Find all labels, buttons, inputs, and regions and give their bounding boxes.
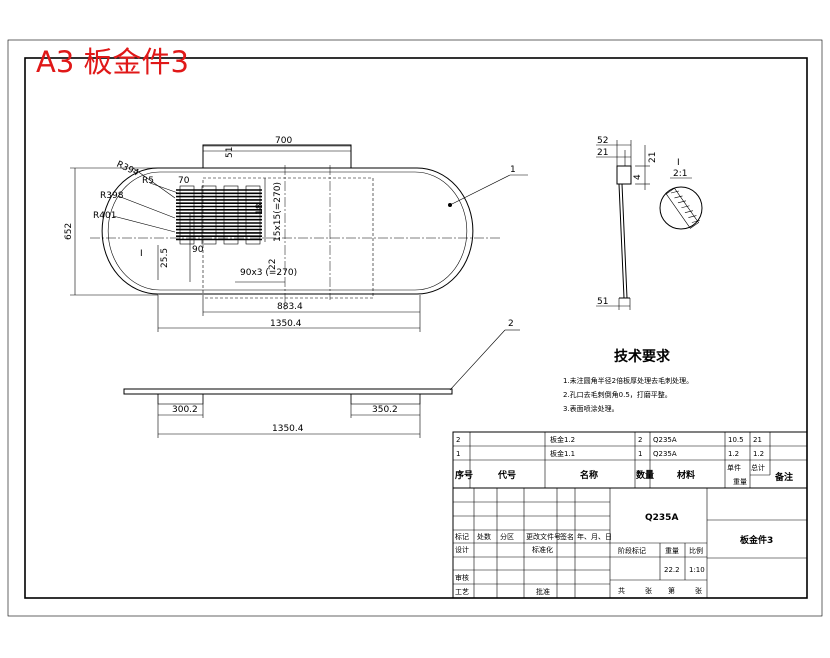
dim-21a: 21 [597, 148, 608, 158]
bom-r2-name: 板金1.1 [550, 449, 575, 458]
bom-r1-unit: 10.5 [728, 436, 744, 444]
bom-r1-mat: Q235A [653, 436, 677, 444]
tech-title: 技术要求 [614, 348, 671, 365]
tb-weight: 重量 [665, 547, 679, 555]
tb-std: 标准化 [532, 545, 553, 554]
dim-1350-4-front: 1350.4 [272, 424, 304, 434]
dim-r398: R398 [100, 191, 124, 201]
hole-column [179, 185, 195, 245]
title-block [452, 487, 808, 599]
detail-hatch-line [684, 210, 693, 213]
dim-51-side: 51 [597, 297, 608, 307]
dim-r401: R401 [93, 211, 116, 221]
bom-r1-name: 板金1.2 [550, 435, 575, 444]
dim-1350-4-top: 1350.4 [270, 319, 302, 329]
detail-hatch-line [681, 205, 690, 209]
tb-design: 设计 [455, 545, 469, 554]
inner-frame [24, 57, 808, 599]
detail-hatch-line [677, 200, 687, 204]
bom-h-weight: 重量 [733, 478, 747, 486]
bom-r2-unit: 1.2 [728, 450, 739, 458]
hole-column [223, 185, 239, 245]
bom-h-total: 总计 [751, 463, 765, 472]
tb-col-6: 年、月、日 [577, 532, 612, 541]
tb-scale-val: 1:10 [689, 566, 705, 574]
bom-h-no: 序号 [455, 469, 473, 481]
tb-stage: 阶段标记 [618, 546, 646, 555]
bom-h-unit: 单件 [727, 463, 741, 472]
tb-weight-val: 22.2 [664, 566, 680, 574]
detail-view [659, 177, 703, 230]
bom-h-code: 代号 [497, 469, 516, 481]
dim-70: 70 [178, 176, 190, 186]
tech-item-1: 1.未注圆角半径2倍板厚处理去毛刺处理。 [563, 376, 693, 385]
callout-1: 1 [510, 165, 516, 175]
bom-h-name: 名称 [580, 469, 598, 481]
dim-4: 4 [633, 174, 643, 180]
callout-2: 2 [508, 319, 514, 329]
tb-col-5: 签名 [560, 532, 574, 541]
tb-review: 审核 [455, 573, 469, 582]
tb-page-word: 张 [695, 586, 702, 595]
dim-350-2: 350.2 [372, 405, 398, 415]
bom-r2-qty: 1 [638, 450, 642, 458]
side-view [596, 140, 650, 310]
tb-col-1: 标记 [455, 532, 469, 541]
bom-r2-total: 1.2 [753, 450, 764, 458]
tb-material: Q235A [645, 513, 678, 523]
tb-sheets: 共 [618, 586, 625, 595]
section-mark: I [140, 249, 143, 259]
outer-frame [7, 39, 823, 617]
tb-approve: 批准 [536, 587, 550, 596]
tb-sheet-word: 张 [645, 586, 652, 595]
dim-300-2: 300.2 [172, 405, 198, 415]
detail-hatch-line [670, 190, 680, 194]
dim-18: 18 [255, 203, 265, 215]
dim-90x3: 90x3 (=270) [240, 268, 297, 278]
dim-21b: 21 [648, 152, 658, 163]
tb-col-3: 分区 [500, 532, 514, 541]
drawing-title: A3 板金件3 [36, 45, 189, 79]
dim-r5: R5 [142, 176, 154, 186]
detail-hatch-line [674, 195, 683, 199]
hole-grid [176, 185, 262, 245]
dim-90: 90 [192, 245, 204, 255]
bom-h-mat: 材料 [676, 469, 695, 481]
dim-22: 22 [268, 259, 278, 270]
dim-700: 700 [275, 136, 292, 146]
dim-r394: R394 [115, 160, 141, 179]
bom-h-qty: 数量 [636, 469, 654, 481]
dim-25-5: 25.5 [160, 248, 170, 268]
tb-process: 工艺 [455, 588, 469, 596]
tech-item-2: 2.孔口去毛刺倒角0.5，打磨平整。 [563, 390, 672, 399]
tb-page: 第 [668, 586, 675, 595]
detail-hatch-line [691, 220, 700, 223]
bom-r1-qty: 2 [638, 436, 642, 444]
bom-r1-total: 21 [753, 436, 762, 444]
tb-part-name: 板金件3 [740, 534, 773, 546]
bom-h-note: 备注 [774, 471, 793, 483]
dim-652: 652 [64, 223, 74, 240]
bom-table [452, 431, 808, 489]
hole-column [245, 185, 261, 245]
detail-scale: 2:1 [673, 169, 687, 179]
dim-52: 52 [597, 136, 608, 146]
hole-column [201, 185, 217, 245]
tb-col-4: 更改文件号 [526, 532, 561, 541]
top-view [70, 144, 528, 332]
bom-r2-no: 1 [456, 450, 460, 458]
tech-item-3: 3.表面喷涂处理。 [563, 404, 619, 413]
detail-hatch-line [688, 215, 697, 218]
tb-col-2: 处数 [477, 532, 491, 541]
dim-51: 51 [225, 147, 235, 158]
detail-label: I [677, 158, 680, 168]
dim-883-4: 883.4 [277, 302, 303, 312]
bom-r1-no: 2 [456, 436, 460, 444]
front-view [123, 329, 520, 438]
dim-15x15: 15x15(=270) [273, 182, 283, 242]
bom-r2-mat: Q235A [653, 450, 677, 458]
tb-scale: 比例 [689, 546, 703, 555]
